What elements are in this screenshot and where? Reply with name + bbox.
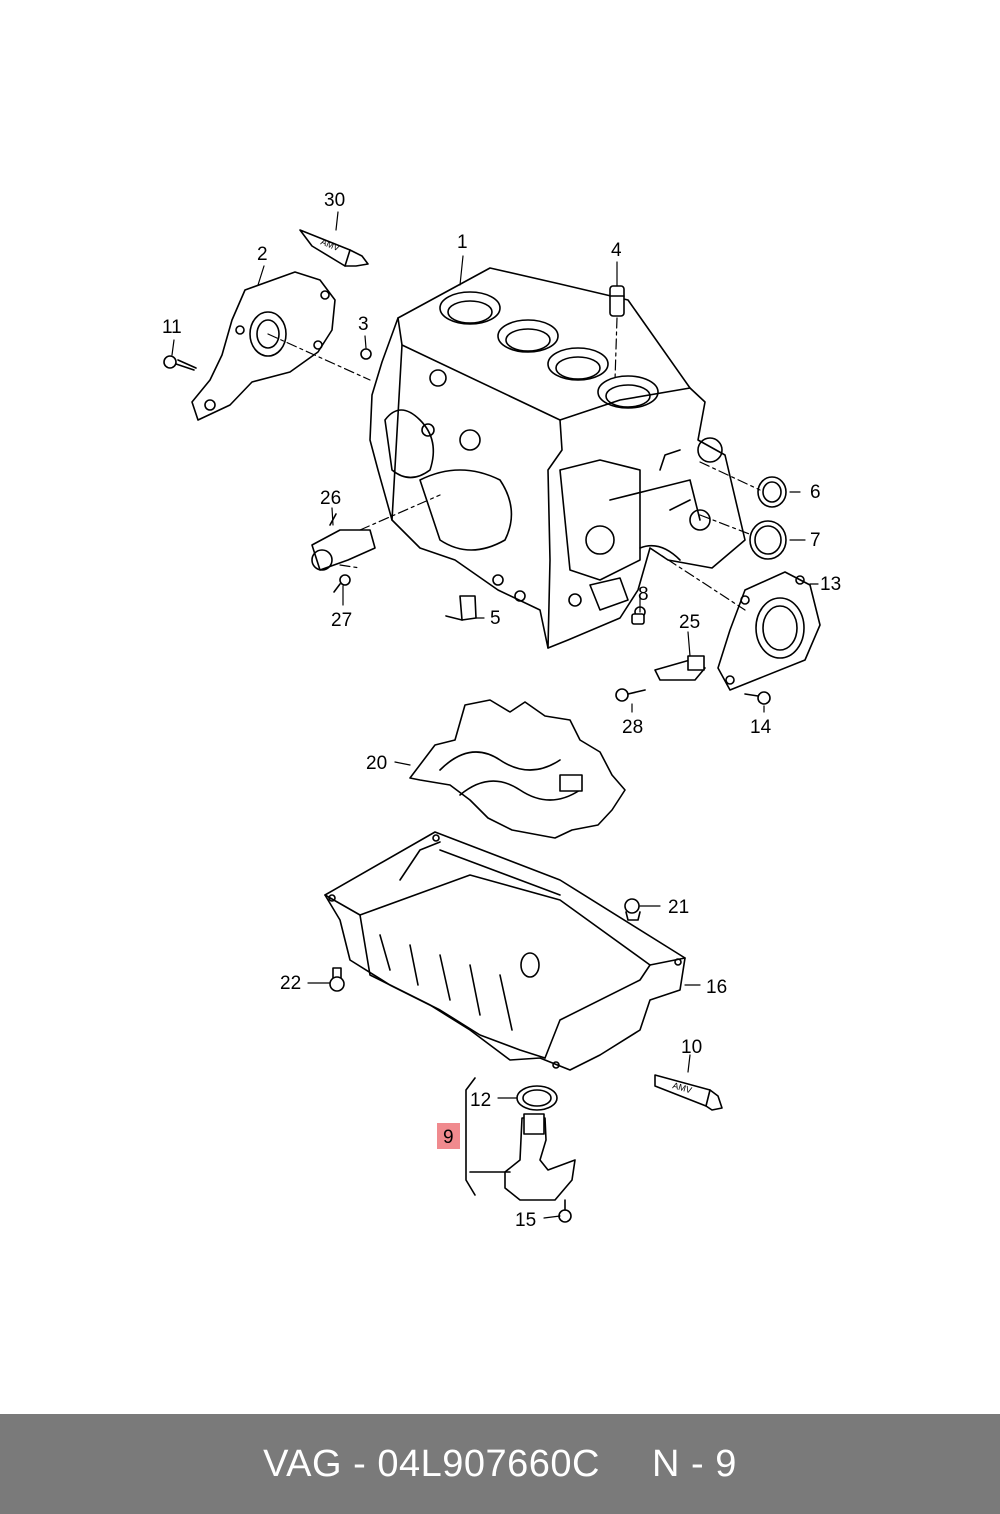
part-10-tube xyxy=(654,1074,723,1111)
callout-14: 14 xyxy=(750,717,772,738)
part-21-plug xyxy=(624,898,641,921)
part-4-dowel xyxy=(609,285,625,317)
footer-bar: VAG - 04L907660C N - 9 xyxy=(0,1414,1000,1514)
part-12-seal xyxy=(516,1085,558,1111)
callout-30: 30 xyxy=(324,190,345,211)
part-22-bolt xyxy=(329,967,345,992)
part-25-sensor xyxy=(654,655,706,681)
part-7-seal xyxy=(749,520,787,560)
part-13-flange xyxy=(717,571,821,691)
callout-4: 4 xyxy=(611,240,622,261)
callout-22: 22 xyxy=(280,973,301,994)
part-20-baffle xyxy=(409,699,626,839)
part-6-seal xyxy=(757,476,787,508)
callout-26: 26 xyxy=(320,488,341,509)
callout-1: 1 xyxy=(457,232,468,253)
part-number: VAG - 04L907660C xyxy=(263,1442,600,1485)
part-15-bolt xyxy=(558,1199,572,1223)
callout-15: 15 xyxy=(515,1210,536,1231)
diagram-position: N - 9 xyxy=(652,1442,737,1485)
callout-28: 28 xyxy=(622,717,643,738)
callout-3: 3 xyxy=(358,314,369,335)
callout-20: 20 xyxy=(366,753,387,774)
callout-21: 21 xyxy=(668,897,689,918)
exploded-parts-diagram: AMV AMV 1 2 3 4 5 6 7 8 9 10 11 12 13 14… xyxy=(162,190,841,1231)
engine-block xyxy=(369,267,746,649)
part-11-bolt xyxy=(163,355,197,371)
part-16-oil-pan xyxy=(324,831,686,1071)
callout-16: 16 xyxy=(706,977,727,998)
callout-2: 2 xyxy=(257,244,268,265)
callout-9-highlight xyxy=(437,1123,460,1149)
part-27-bolt xyxy=(333,574,351,593)
callout-6: 6 xyxy=(810,482,821,503)
part-8-pin xyxy=(631,613,645,625)
callout-8: 8 xyxy=(638,584,649,605)
callout-10: 10 xyxy=(681,1037,702,1058)
part-30-tube xyxy=(299,229,369,267)
part-2-cover xyxy=(191,271,336,421)
part-5-jet xyxy=(445,595,477,621)
callout-9: 9 xyxy=(443,1127,454,1148)
callout-13: 13 xyxy=(820,574,841,595)
part-14-bolt xyxy=(744,691,771,705)
part-26-valve xyxy=(311,513,376,571)
callout-25: 25 xyxy=(679,612,700,633)
callout-5: 5 xyxy=(490,608,501,629)
callout-7: 7 xyxy=(810,530,821,551)
part-28-bolt xyxy=(615,688,646,702)
bracket-9 xyxy=(465,1077,511,1196)
callout-11: 11 xyxy=(162,317,182,338)
part-9-oil-level-sensor xyxy=(504,1113,576,1201)
callout-27: 27 xyxy=(331,610,352,631)
part-3-pin xyxy=(360,348,372,360)
callout-12: 12 xyxy=(470,1090,491,1111)
